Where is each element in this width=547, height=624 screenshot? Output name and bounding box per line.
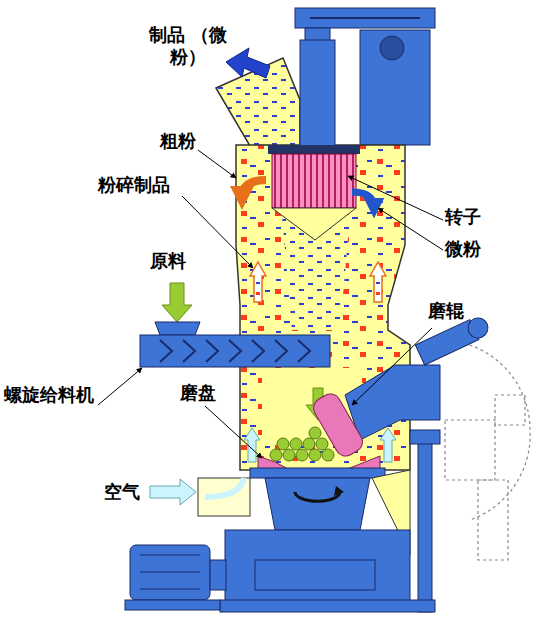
rotor-cage [272, 154, 356, 208]
part-label: 粗粉 [160, 130, 196, 152]
leader-line [98, 368, 142, 405]
material-ball [283, 449, 295, 461]
screw-flight [183, 340, 195, 362]
motor-fins [140, 555, 200, 589]
material-ball [296, 449, 308, 461]
leader-line [352, 328, 432, 405]
fine-particle [376, 282, 380, 284]
coarse-particle [376, 292, 380, 295]
part-label: 磨辊 [428, 300, 464, 322]
gearbox [265, 478, 370, 530]
swing-pin [495, 395, 525, 425]
leader-line [198, 150, 236, 178]
part-label: 螺旋给料机 [4, 384, 94, 406]
part-label: 空气 [104, 481, 140, 503]
air-arrow [150, 479, 196, 505]
rotor-shaft [300, 40, 335, 148]
air-flow [205, 478, 244, 497]
belt-drive [295, 8, 435, 28]
material-ball [322, 449, 334, 461]
leader-line [378, 208, 443, 250]
part-label: 粉碎制品 [98, 174, 170, 196]
ground-product-arrow [370, 262, 386, 302]
coarse-return-arrow [242, 180, 266, 198]
screw-flight [275, 340, 287, 362]
coarse-particle [256, 292, 260, 295]
fin [140, 589, 200, 590]
leader-line [182, 196, 253, 268]
grinding-table [250, 468, 385, 478]
roller-body [310, 390, 366, 459]
leader-line [348, 176, 443, 220]
part-label: 原料 [150, 250, 186, 272]
screw-flight [298, 340, 310, 362]
screw-flight [252, 340, 264, 362]
leader-lines [98, 150, 443, 458]
swing-housing [445, 420, 495, 480]
rotor-top [268, 145, 360, 154]
main-motor [130, 545, 210, 600]
hydraulic-cylinder [415, 314, 491, 365]
fin [140, 572, 200, 573]
fine-powder-arrow [352, 192, 374, 208]
part-label: 制品 （微粉） [148, 24, 228, 68]
fin [140, 555, 200, 556]
feed-hopper [155, 322, 200, 335]
belt [310, 17, 420, 19]
separator-motor [360, 30, 430, 145]
base-panel [255, 560, 375, 590]
material-ball [309, 449, 321, 461]
material-bed [270, 427, 334, 461]
screw-flights [160, 340, 310, 362]
swing-rod [478, 480, 508, 560]
material-ball [316, 438, 328, 450]
foundation [220, 600, 435, 612]
swing-out-outline [440, 340, 530, 560]
material-ball [309, 427, 321, 439]
motor-base [125, 600, 220, 610]
part-label: 微粉 [445, 238, 481, 260]
mill-base [225, 530, 410, 602]
product-arrow [226, 48, 270, 78]
screw-flight [206, 340, 218, 362]
air-duct [198, 478, 250, 516]
leader-line [205, 406, 262, 458]
material-ball [277, 438, 289, 450]
material-ball [290, 438, 302, 450]
screw-flight [160, 340, 172, 362]
air-up-arrow [380, 428, 396, 462]
material-ball [270, 449, 282, 461]
part-label: 转子 [445, 206, 481, 228]
material-ball [303, 438, 315, 450]
rotor-cone [272, 208, 356, 240]
roller-arm [345, 365, 440, 440]
rod-joint [410, 430, 440, 444]
hydraulic-rod [418, 440, 432, 612]
feed-arrow [162, 283, 192, 322]
fine-particle [256, 282, 260, 284]
coupling [210, 560, 226, 590]
swing-arc [440, 340, 530, 520]
part-label: 磨盘 [180, 382, 216, 404]
gear [380, 36, 404, 60]
cylinder-end [465, 315, 492, 342]
screw-feeder [140, 335, 330, 367]
screw-flight [229, 340, 241, 362]
rotation-arrow [295, 492, 340, 501]
rotation-head [334, 486, 344, 496]
grinding-roller [310, 390, 366, 459]
